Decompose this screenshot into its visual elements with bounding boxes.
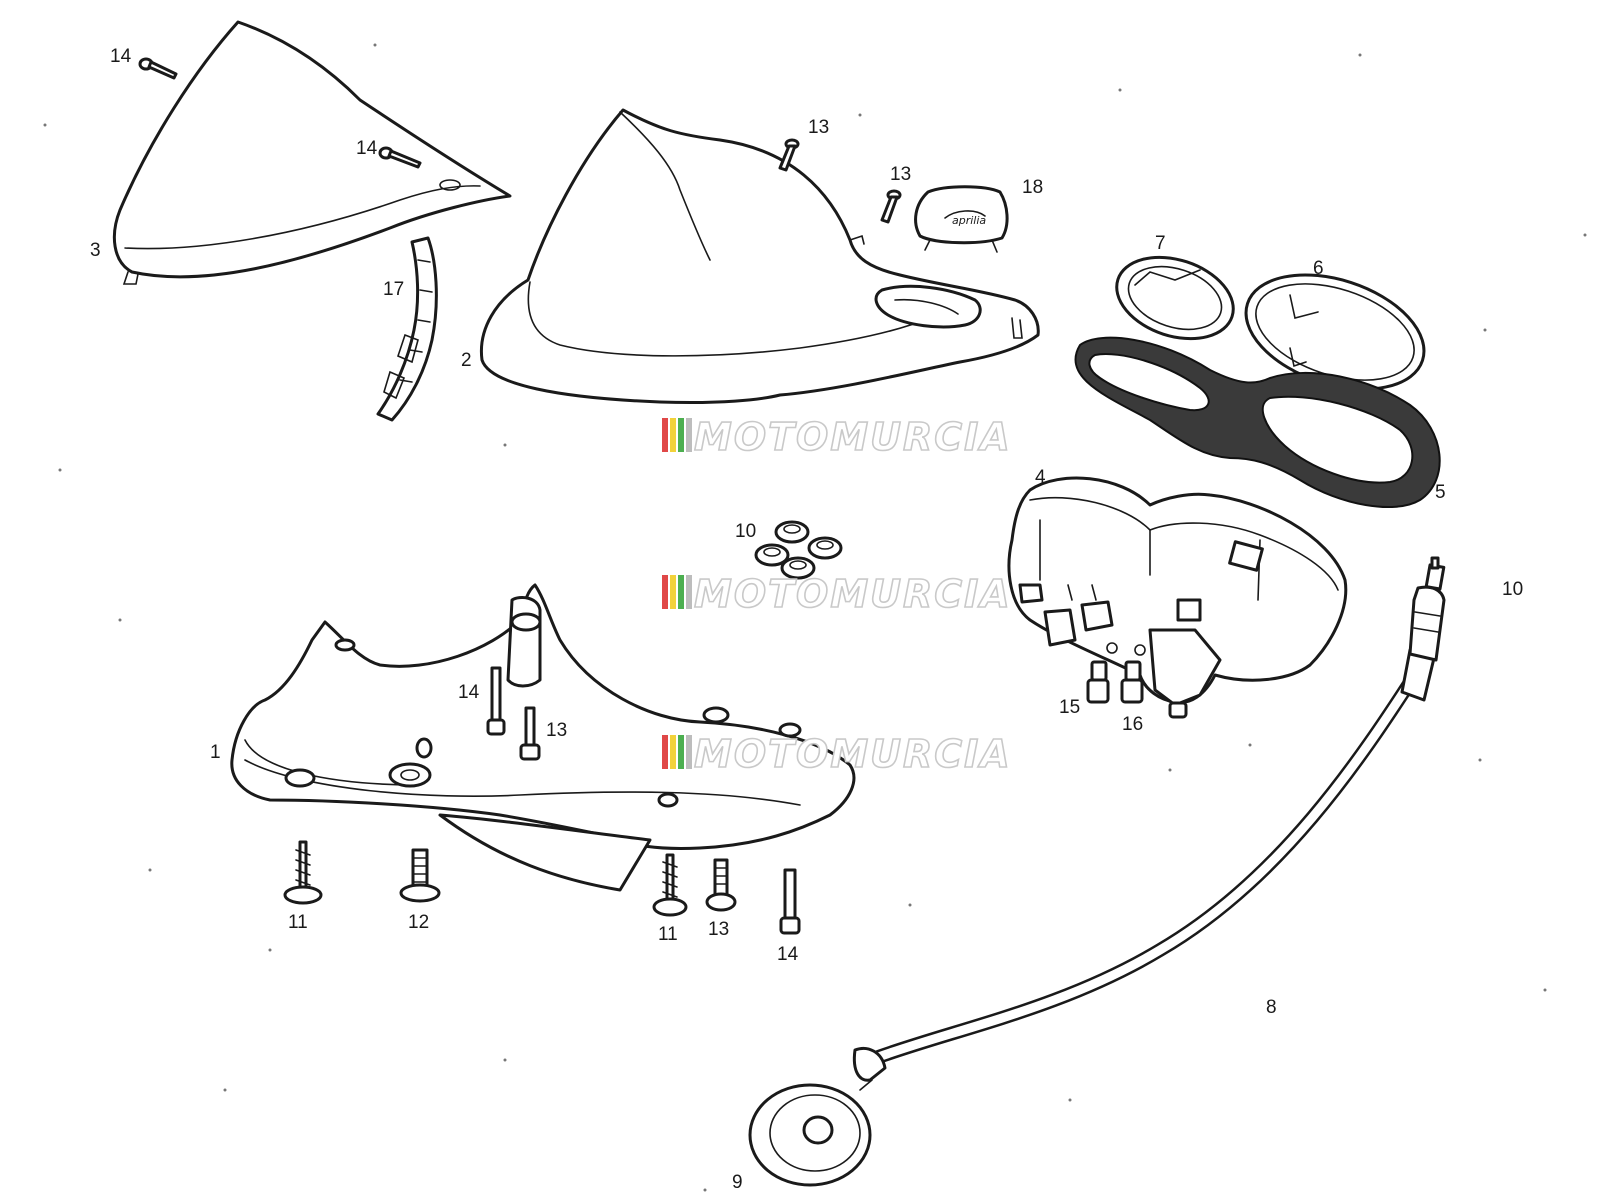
callout-2: 2 (461, 350, 472, 371)
callout-8: 8 (1266, 997, 1277, 1018)
part-2-upper-fairing (479, 108, 1040, 405)
callout-6: 6 (1313, 258, 1324, 279)
part-7-bezel-ring (1115, 255, 1235, 341)
callout-9: 9 (732, 1172, 743, 1193)
screw-11-bottom-right (652, 853, 688, 917)
watermark-bottom: MOTOMURCIA (662, 731, 1012, 777)
callout-16: 16 (1122, 714, 1143, 735)
screw-14-housing-vertical (486, 666, 506, 736)
callout-3: 3 (90, 240, 101, 261)
callout-14-housing: 14 (458, 682, 480, 703)
callout-labels: 14 14 3 17 2 13 13 18 7 6 5 4 10 10 15 1… (90, 46, 1523, 1193)
part-3-windscreen (112, 20, 512, 285)
part-16-bulb (1120, 660, 1144, 704)
watermark-stripe-gray (686, 575, 692, 609)
screw-11-bottom-left (283, 840, 323, 905)
part-18-badge: aprilia (914, 185, 1009, 253)
callout-12: 12 (408, 912, 429, 933)
badge-logo-mark: aprilia (952, 214, 986, 227)
watermark-stripe-green (678, 735, 684, 769)
part-8-speedometer-cable (852, 556, 1446, 1082)
watermark-middle: MOTOMURCIA (662, 571, 1012, 617)
callout-7: 7 (1155, 233, 1166, 254)
part-17-trim-strip (376, 236, 438, 422)
watermark-stripe-red (662, 735, 668, 769)
callout-10-grommets: 10 (735, 521, 756, 542)
callout-18: 18 (1022, 177, 1043, 198)
callout-1: 1 (210, 742, 221, 763)
screw-13-badge (880, 189, 902, 224)
watermark-stripe-red (662, 575, 668, 609)
watermark-text: MOTOMURCIA (694, 572, 1012, 616)
watermark-text: MOTOMURCIA (694, 415, 1012, 459)
watermark-stripe-gray (686, 735, 692, 769)
callout-11-left: 11 (288, 912, 308, 933)
callout-4: 4 (1035, 467, 1046, 488)
watermark-stripe-red (662, 418, 668, 452)
screw-14-bottom (779, 868, 801, 935)
part-15-bulb (1086, 660, 1110, 704)
watermark-stripe-yellow (670, 735, 676, 769)
callout-13-bottom: 13 (708, 919, 729, 940)
callout-11-right: 11 (658, 924, 678, 945)
watermark-stripe-green (678, 575, 684, 609)
screw-13-bottom (705, 858, 737, 912)
callout-14-bottom: 14 (777, 944, 799, 965)
callout-14-top-left: 14 (110, 46, 132, 67)
callout-13-fairing: 13 (808, 117, 829, 138)
callout-10-cable: 10 (1502, 579, 1523, 600)
screw-14-upper-left (138, 57, 178, 80)
screw-13-housing-vertical (519, 706, 541, 761)
watermark-text: MOTOMURCIA (694, 732, 1012, 776)
screw-13-fairing (778, 138, 800, 172)
screw-14-windscreen (378, 146, 422, 169)
watermark-top: MOTOMURCIA (662, 414, 1012, 460)
watermark-stripe-yellow (670, 575, 676, 609)
callout-13-housing: 13 (546, 720, 567, 741)
part-5-foam-gasket (1074, 336, 1441, 509)
part-10-grommets (754, 520, 843, 580)
screw-12-bottom (399, 848, 441, 903)
scan-speckles (43, 43, 1587, 1192)
part-9-cable-end-disc (748, 1079, 873, 1187)
part-4-instrument-cluster (1007, 476, 1348, 719)
callout-15: 15 (1059, 697, 1080, 718)
callout-5: 5 (1435, 482, 1446, 503)
part-1-lower-housing (230, 583, 856, 892)
watermark-stripe-gray (686, 418, 692, 452)
callout-17: 17 (383, 279, 404, 300)
watermark-stripe-yellow (670, 418, 676, 452)
callout-14-windscreen: 14 (356, 138, 378, 159)
callout-13-badge: 13 (890, 164, 911, 185)
watermark-stripe-green (678, 418, 684, 452)
